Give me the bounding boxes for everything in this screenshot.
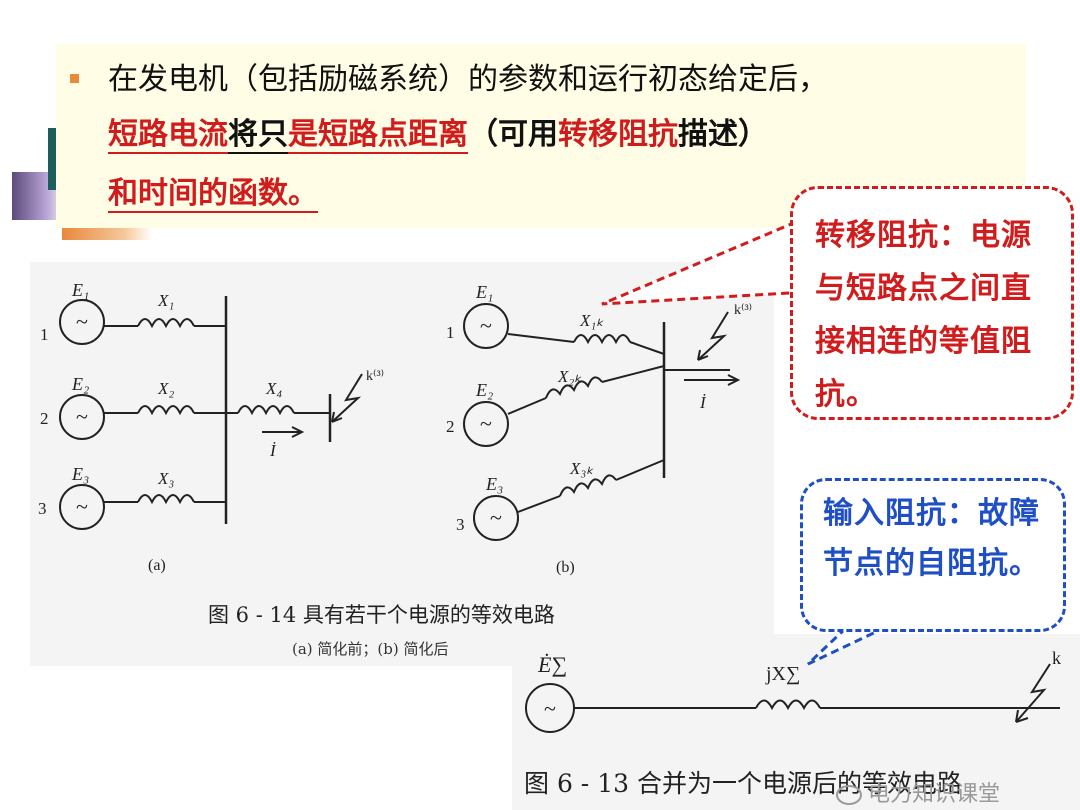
callout-transfer-impedance: 转移阻抗：电源与短路点之间直接相连的等值阻抗。 — [790, 186, 1074, 420]
svg-text:~: ~ — [490, 505, 502, 530]
svg-text:~: ~ — [544, 696, 556, 721]
svg-text:~: ~ — [76, 494, 88, 519]
svg-text:~: ~ — [76, 309, 88, 334]
text-describable: （可用 — [468, 117, 558, 152]
generator-a3: ~ — [59, 484, 105, 530]
bullet-icon — [70, 74, 79, 83]
fault-label-k: k — [1052, 648, 1061, 668]
generator-a2: ~ — [59, 394, 105, 440]
svg-text:~: ~ — [480, 313, 492, 338]
statement-line-2: 短路电流将只是短路点距离（可用转移阻抗描述） — [108, 115, 768, 155]
generator-b2: ~ — [463, 401, 509, 447]
generator-a1: ~ — [59, 299, 105, 345]
emf-label-e3: E₃ — [71, 464, 89, 484]
react-label-x3k: X₃ₖ — [569, 459, 594, 478]
source-label-b3: 3 — [456, 515, 465, 534]
emf-label-e2: E₂ — [71, 374, 89, 394]
wechat-icon — [836, 785, 862, 805]
react-label-x3: X₃ — [157, 469, 174, 488]
watermark: 电力知识课堂 — [836, 776, 1000, 808]
generator-b1: ~ — [463, 303, 509, 349]
figure-6-14-subcaption: (a) 简化前；(b) 简化后 — [292, 640, 449, 658]
text-describe: 描述） — [678, 117, 768, 152]
emf-label-e1: E₁ — [71, 280, 89, 300]
generator-equivalent: ~ — [525, 683, 575, 733]
term-short-circuit-current: 短路电流 — [108, 117, 228, 154]
generator-b3: ~ — [473, 495, 519, 541]
fault-label-b: k⁽³⁾ — [734, 303, 752, 318]
statement-box: 在发电机（包括励磁系统）的参数和运行初态给定后， 短路电流将只是短路点距离（可用… — [56, 44, 1026, 228]
svg-text:~: ~ — [76, 404, 88, 429]
react-label-x1k: X₁ₖ — [579, 311, 604, 330]
current-label-b: İ — [699, 393, 707, 412]
callout-input-impedance-text: 输入阻抗：故障节点的自阻抗。 — [823, 496, 1040, 581]
react-label-x2: X₂ — [157, 379, 174, 398]
react-label-x2k: X₂ₖ — [557, 367, 582, 386]
circuit-diagram-6-14: ~ ~ ~ 1 2 3 E₁ E₂ E₃ — [38, 280, 752, 576]
source-label-b2: 2 — [446, 417, 455, 436]
source-label-3: 3 — [38, 499, 47, 518]
callout-input-impedance: 输入阻抗：故障节点的自阻抗。 — [800, 478, 1066, 632]
decor-bar-orange — [62, 226, 152, 240]
figure-6-14-caption: 图 6 - 14 具有若干个电源的等效电路 — [208, 603, 555, 627]
label-a: (a) — [148, 557, 166, 574]
react-label-sum: jX∑ — [765, 663, 800, 685]
figure-6-13: ~ Ė∑ jX∑ k 图 6 - 13 合并为一个电源后的等效电路 — [512, 634, 1080, 810]
source-label-2: 2 — [40, 409, 49, 428]
term-time-function: 和时间的函数。 — [108, 176, 318, 213]
decor-bar-teal — [48, 128, 56, 190]
fault-label-a: k⁽³⁾ — [366, 369, 384, 384]
react-label-x4: X₄ — [265, 379, 282, 398]
react-label-x1: X₁ — [157, 291, 174, 310]
label-b: (b) — [556, 559, 575, 576]
svg-text:~: ~ — [480, 411, 492, 436]
statement-line-3: 和时间的函数。 — [108, 174, 318, 214]
callout-transfer-impedance-text: 转移阻抗：电源与短路点之间直接相连的等值阻抗。 — [815, 218, 1032, 412]
emf-label-b2: E₂ — [475, 380, 493, 400]
statement-line-1: 在发电机（包括励磁系统）的参数和运行初态给定后， — [108, 62, 828, 97]
figure-6-13-caption: 图 6 - 13 合并为一个电源后的等效电路 — [524, 769, 962, 798]
term-distance: 是短路点距离 — [288, 117, 468, 154]
emf-label-b1: E₁ — [475, 282, 493, 302]
current-label-a: İ — [269, 441, 277, 460]
emf-label-sum: Ė∑ — [537, 652, 567, 677]
figure-6-14: ~ ~ ~ 1 2 3 E₁ E₂ E₃ — [30, 262, 774, 666]
watermark-text: 电力知识课堂 — [868, 782, 1001, 807]
source-label-b1: 1 — [446, 323, 455, 342]
term-transfer-impedance: 转移阻抗 — [558, 117, 678, 152]
circuit-diagram-6-13: ~ Ė∑ jX∑ k — [525, 648, 1061, 733]
source-label-1: 1 — [40, 325, 49, 344]
emf-label-b3: E₃ — [485, 474, 503, 494]
text-will-only: 将只 — [228, 117, 288, 154]
